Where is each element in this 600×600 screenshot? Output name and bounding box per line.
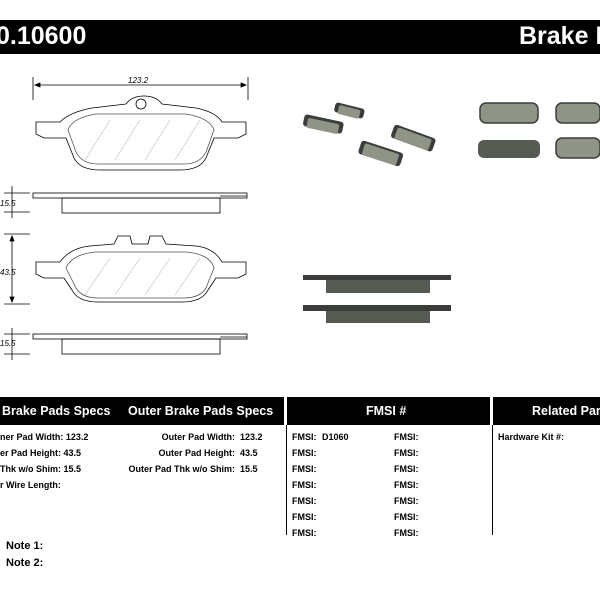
arrow-icon: [9, 296, 15, 304]
arrow-icon: [33, 82, 41, 88]
header-separator: [490, 397, 493, 425]
inner-wire-length: r Wire Length:: [0, 480, 61, 490]
part-number: 0.10600: [0, 22, 87, 50]
fmsi-label: FMSI:: [394, 512, 419, 522]
hardware-kit-label: Hardware Kit #:: [498, 432, 565, 442]
fmsi-label: FMSI:: [292, 480, 317, 490]
outer-pad-thk-label: Outer Pad Thk w/o Shim:: [128, 464, 235, 474]
fmsi-label: FMSI:: [394, 480, 419, 490]
outer-friction-block: [61, 338, 221, 355]
inner-specs-heading: Brake Pads Specs: [2, 404, 111, 418]
friction-material-outline: [65, 251, 215, 299]
spec-header-bar: [0, 397, 600, 425]
inner-pad-height: er Pad Height: 43.5: [0, 448, 82, 458]
page-title: Brake P: [519, 22, 600, 50]
arrow-icon: [240, 82, 248, 88]
fmsi-label: FMSI:: [394, 432, 419, 442]
outer-backing-plate: [32, 333, 248, 340]
inner-friction-block: [61, 197, 221, 214]
note-1: Note 1:: [6, 540, 44, 552]
dim-width-label: 123.2: [128, 76, 149, 85]
dim-height-label: 43.5: [0, 268, 16, 277]
pad-photos: [303, 102, 600, 167]
outer-pad-outline: [35, 235, 247, 303]
outer-pad-width-label: Outer Pad Width:: [161, 432, 235, 442]
outer-specs-heading: Outer Brake Pads Specs: [128, 404, 274, 418]
fmsi-label: FMSI:: [292, 432, 317, 442]
inner-pad-width: ner Pad Width: 123.2: [0, 432, 89, 442]
logo-watermark: [84, 119, 201, 296]
fmsi-value: D1060: [322, 432, 349, 442]
fmsi-label: FMSI:: [292, 448, 317, 458]
fmsi-label: FMSI:: [292, 512, 317, 522]
fmsi-label: FMSI:: [394, 448, 419, 458]
outer-pad-height-label: Outer Pad Height:: [158, 448, 235, 458]
friction-material-outline: [67, 113, 215, 165]
header-separator: [284, 397, 287, 425]
outer-pad-height-value: 43.5: [240, 448, 258, 458]
title-bar: 0.10600 Brake P: [0, 20, 600, 54]
dim-thk-top-label: 15.5: [0, 199, 16, 208]
fmsi-heading: FMSI #: [366, 404, 407, 418]
note-2: Note 2:: [6, 557, 44, 569]
fmsi-label: FMSI:: [292, 528, 317, 538]
outer-pad-width-value: 123.2: [240, 432, 263, 442]
pad-tab-hole: [135, 98, 147, 110]
fmsi-label: FMSI:: [292, 496, 317, 506]
dim-thk-bottom-label: 15.5: [0, 339, 16, 348]
column-divider: [286, 425, 287, 535]
fmsi-label: FMSI:: [394, 528, 419, 538]
arrow-icon: [9, 234, 15, 242]
pad-side-photos: [303, 275, 451, 323]
fmsi-label: FMSI:: [292, 464, 317, 474]
inner-pad-outline: [35, 95, 247, 171]
related-parts-heading: Related Par: [532, 404, 600, 418]
inner-backing-plate: [32, 192, 248, 199]
column-divider: [492, 425, 493, 535]
fmsi-label: FMSI:: [394, 496, 419, 506]
outer-pad-thk-value: 15.5: [240, 464, 258, 474]
inner-pad-thk: Thk w/o Shim: 15.5: [0, 464, 82, 474]
fmsi-label: FMSI:: [394, 464, 419, 474]
